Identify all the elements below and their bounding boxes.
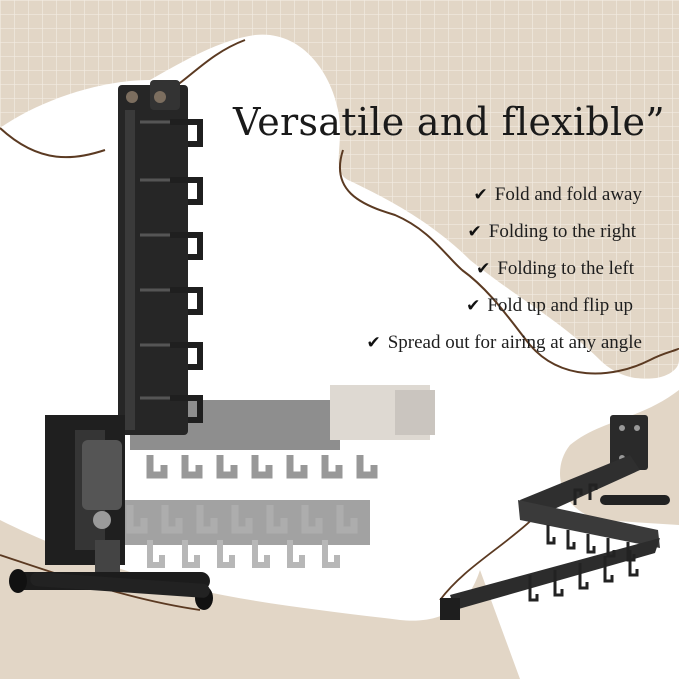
feature-item: ✔ Folding to the right <box>366 213 637 250</box>
headline: Versatile and flexible” <box>233 100 666 144</box>
beige-cutout <box>0 520 520 679</box>
feature-text: Spread out for airing at any angle <box>387 331 642 353</box>
feature-text: Folding to the right <box>488 220 636 242</box>
feature-text: Fold and fold away <box>494 183 642 205</box>
feature-item: ✔ Folding to the left <box>366 250 634 287</box>
check-icon: ✔ <box>476 258 491 279</box>
feature-item: ✔ Fold up and flip up <box>366 287 633 324</box>
extended-rack-illustration <box>440 415 670 620</box>
feature-text: Fold up and flip up <box>487 294 633 316</box>
feature-list: ✔ Fold and fold away ✔ Folding to the ri… <box>366 176 642 361</box>
check-icon: ✔ <box>466 295 481 316</box>
hanging-bar <box>9 569 213 610</box>
check-icon: ✔ <box>467 221 482 242</box>
vertical-rack <box>118 80 203 435</box>
check-icon: ✔ <box>473 184 488 205</box>
feature-text: Folding to the left <box>497 257 634 279</box>
check-icon: ✔ <box>366 332 381 353</box>
feature-item: ✔ Spread out for airing at any angle <box>366 324 642 361</box>
decorative-curve <box>0 39 679 375</box>
wall-mount <box>45 415 125 580</box>
feature-item: ✔ Fold and fold away <box>366 176 642 213</box>
